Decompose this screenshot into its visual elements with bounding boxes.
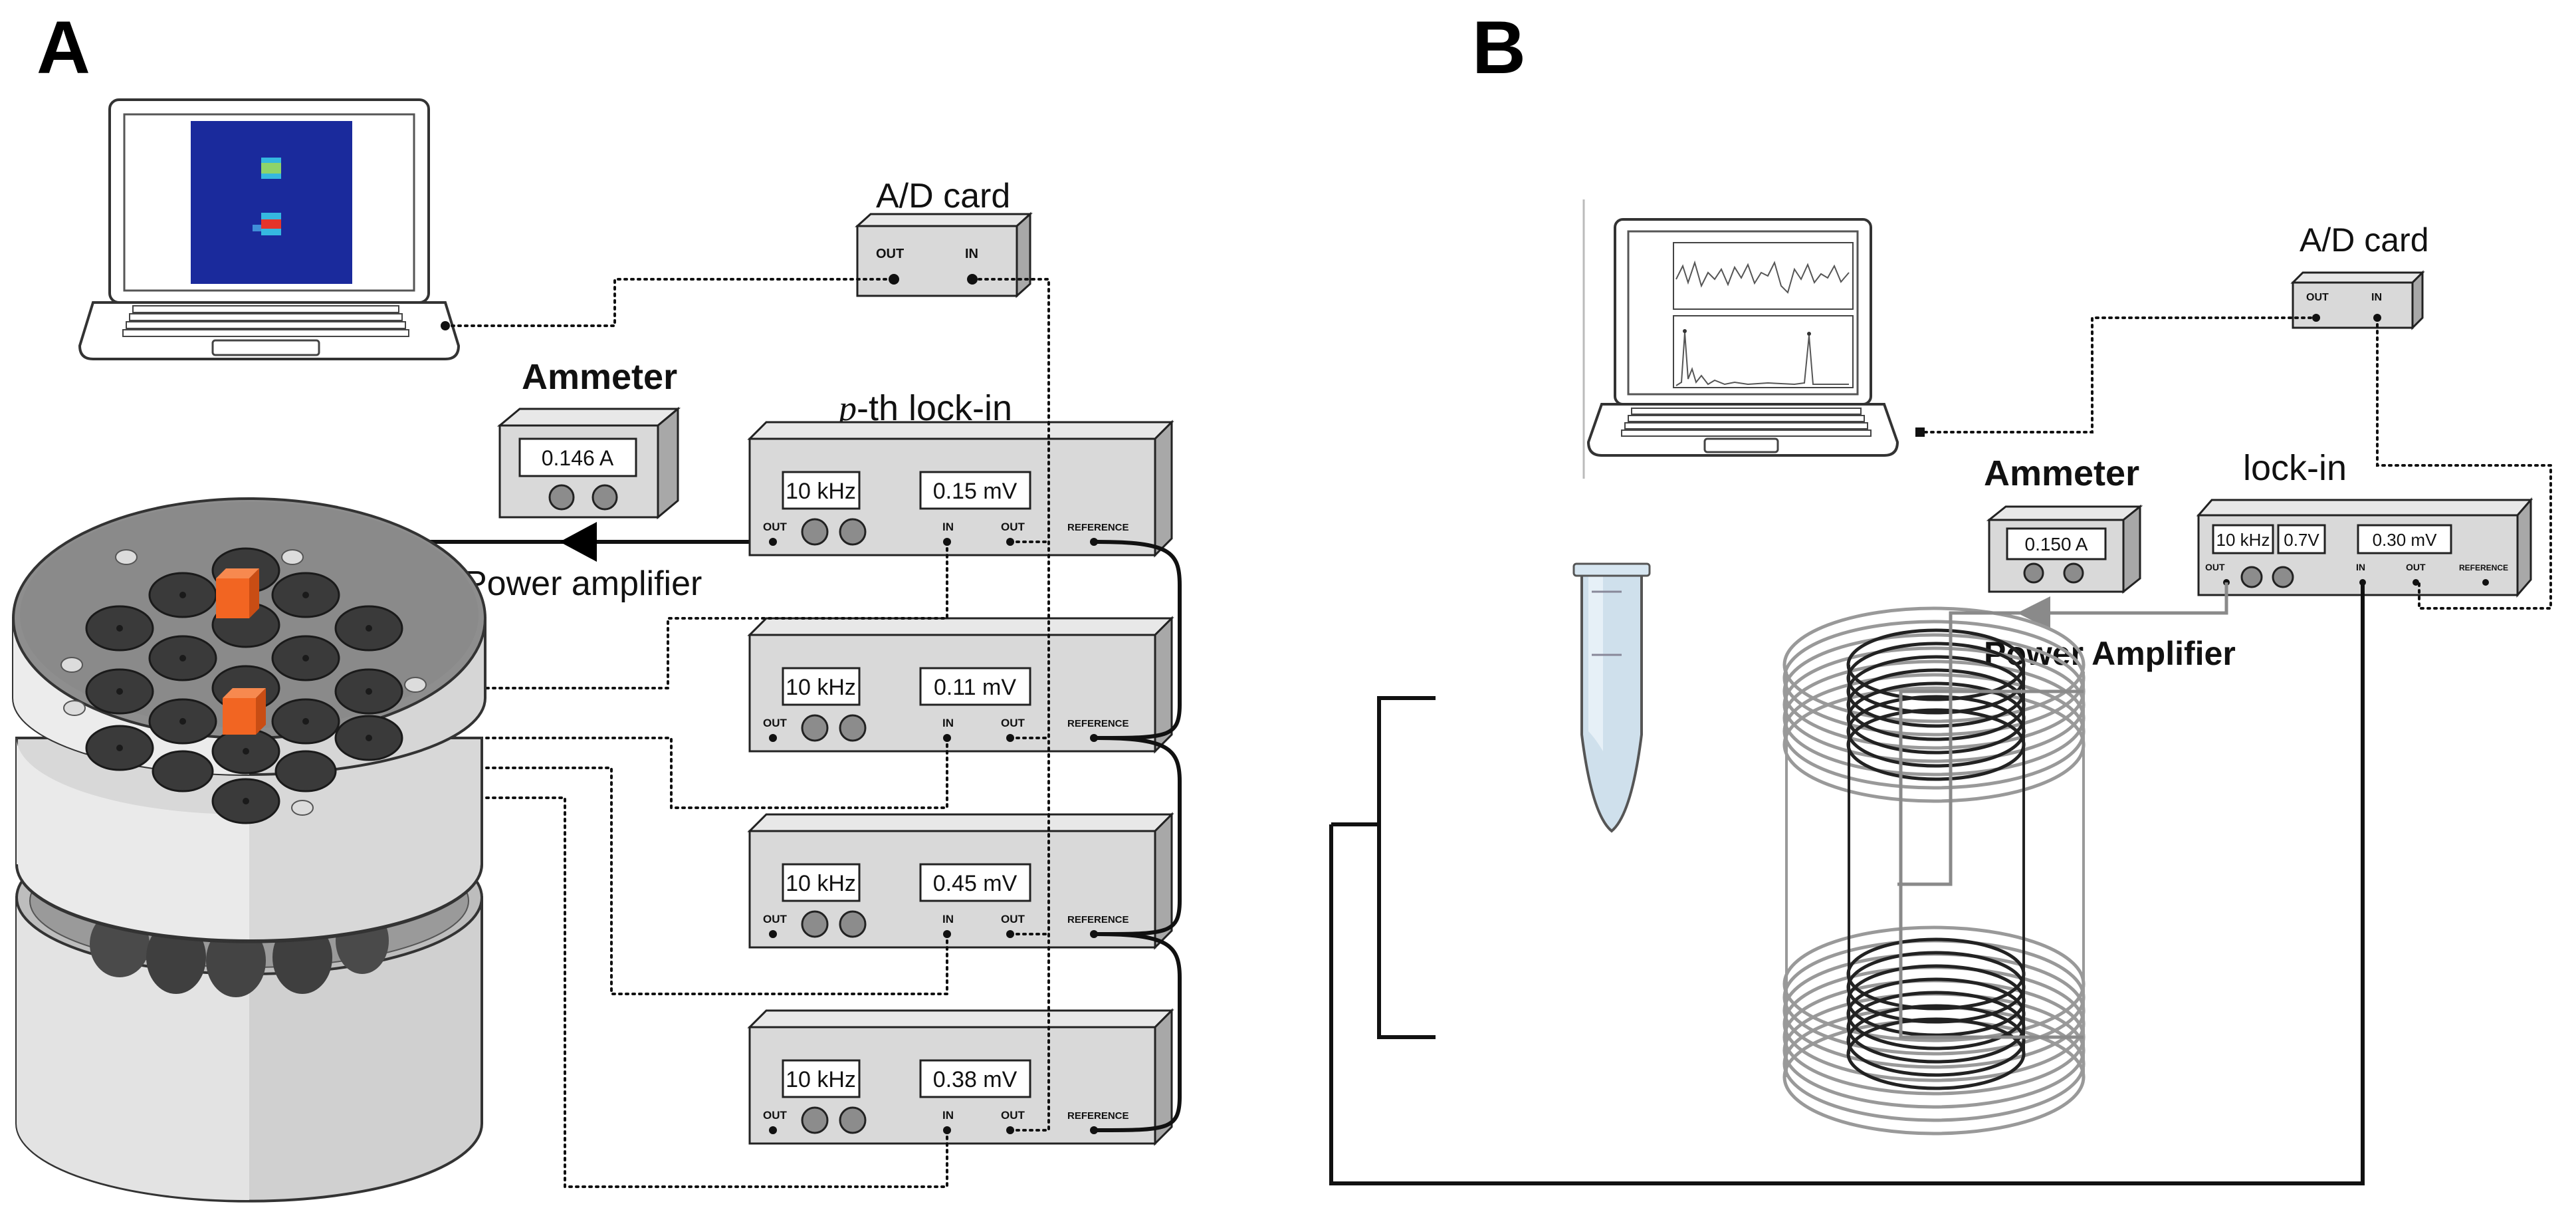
spectrum-plot	[1673, 315, 1854, 388]
panel-letter-b: B	[1472, 6, 1526, 89]
tube-body	[1572, 562, 1651, 833]
lockin-b: lock-in 10 kHz 0.7V 0.30 mV OUT IN OUT R…	[2196, 448, 2533, 598]
lockin-a-4-voltage: 0.38 mV	[933, 1067, 1018, 1092]
lockin-a-1-reference: REFERENCE	[1067, 522, 1129, 533]
lockin-a-2-voltage: 0.11 mV	[934, 675, 1016, 700]
lockin-a-4-reference: REFERENCE	[1067, 1110, 1129, 1122]
lockin-a-1: 10 kHz 0.15 mV OUT IN OUT REFERENCE	[747, 420, 1174, 558]
signal-trace-plot	[1673, 242, 1854, 310]
lockin-a-3: 10 kHz 0.45 mV OUT IN OUT REFERENCE	[747, 812, 1174, 950]
sensor-array-a	[12, 497, 486, 1203]
lockin-a-1-in: IN	[942, 521, 954, 533]
lockin-b-freq: 10 kHz	[2216, 530, 2270, 550]
reference-chain-a	[1096, 540, 1182, 1132]
lockin-b-out-left: OUT	[2205, 562, 2225, 572]
ad-card-a-title: A/D card	[876, 177, 1010, 215]
heatmap-display	[191, 121, 352, 284]
ammeter-a-reading: 0.146 A	[542, 446, 614, 470]
ad-card-b-title: A/D card	[2300, 221, 2429, 259]
lockin-a-1-voltage: 0.15 mV	[933, 479, 1018, 504]
ad-card-b-out-label: OUT	[2306, 292, 2329, 303]
lockin-a-4-out-left: OUT	[763, 1109, 788, 1122]
sample-cube-2	[223, 688, 266, 735]
lockin-a-4: 10 kHz 0.38 mV OUT IN OUT REFERENCE	[747, 1008, 1174, 1146]
lockin-a-1-out-right: OUT	[1001, 521, 1025, 533]
ammeter-a-title: Ammeter	[522, 357, 677, 397]
lockin-a-2-freq: 10 kHz	[786, 675, 856, 700]
panel-letter-a: A	[37, 6, 90, 89]
ad-card-a-out-label: OUT	[876, 247, 904, 261]
ad-card-a: A/D card OUT IN	[855, 177, 1033, 299]
ammeter-b-reading: 0.150 A	[2025, 534, 2088, 554]
ad-card-b-in-label: IN	[2371, 292, 2382, 303]
lockin-b-out-right: OUT	[2406, 562, 2426, 572]
lockin-a-3-voltage: 0.45 mV	[933, 871, 1018, 896]
ammeter-b: Ammeter 0.150 A	[1984, 453, 2143, 594]
coil-assembly-b	[1572, 562, 2086, 1136]
trackpad	[211, 339, 320, 356]
power-wiring-b	[1329, 582, 2365, 1185]
lockin-a-4-out-right: OUT	[1001, 1109, 1025, 1122]
lockin-a-2-in: IN	[942, 717, 954, 729]
lockin-a-1-out-left: OUT	[763, 521, 788, 533]
lockin-a-3-out-left: OUT	[763, 913, 788, 925]
power-amplifier-b-label: Power Amplifier	[1984, 635, 2236, 672]
lockin-a-2: 10 kHz 0.11 mV OUT IN OUT REFERENCE	[747, 616, 1174, 754]
laptop-a	[78, 98, 461, 360]
lockin-a-3-freq: 10 kHz	[786, 871, 856, 896]
keyboard	[122, 305, 409, 337]
sample-cube-1	[216, 568, 259, 618]
ammeter-a: Ammeter 0.146 A	[496, 357, 681, 520]
lockin-a-2-out-left: OUT	[763, 717, 788, 729]
power-amplifier-a-label: Power amplifier	[464, 564, 702, 603]
power-amplifier-a: Power amplifier	[384, 522, 764, 603]
ad-card-a-in-label: IN	[965, 247, 978, 261]
lockin-a-3-reference: REFERENCE	[1067, 914, 1129, 925]
lockin-b-amp: 0.7V	[2284, 530, 2319, 550]
lockin-a-2-reference: REFERENCE	[1067, 718, 1129, 729]
lockin-a-3-out-right: OUT	[1001, 913, 1025, 925]
lockin-a-1-freq: 10 kHz	[786, 479, 856, 504]
lockin-a-3-in: IN	[942, 913, 954, 925]
lockin-b-voltage: 0.30 mV	[2373, 530, 2437, 550]
lockin-a-4-in: IN	[942, 1109, 954, 1122]
lockin-b-reference: REFERENCE	[2459, 563, 2508, 572]
amplifier-triangle-a	[560, 522, 597, 562]
lockin-b-title: lock-in	[2243, 448, 2347, 488]
ad-card-b: A/D card OUT IN	[2290, 221, 2429, 330]
lockin-a-2-out-right: OUT	[1001, 717, 1025, 729]
signal-wiring-b	[1923, 316, 2552, 610]
ammeter-b-title: Ammeter	[1984, 453, 2139, 493]
lockin-b-in: IN	[2356, 562, 2365, 572]
lockin-a-4-freq: 10 kHz	[786, 1067, 856, 1092]
laptop-b	[1582, 199, 1925, 479]
